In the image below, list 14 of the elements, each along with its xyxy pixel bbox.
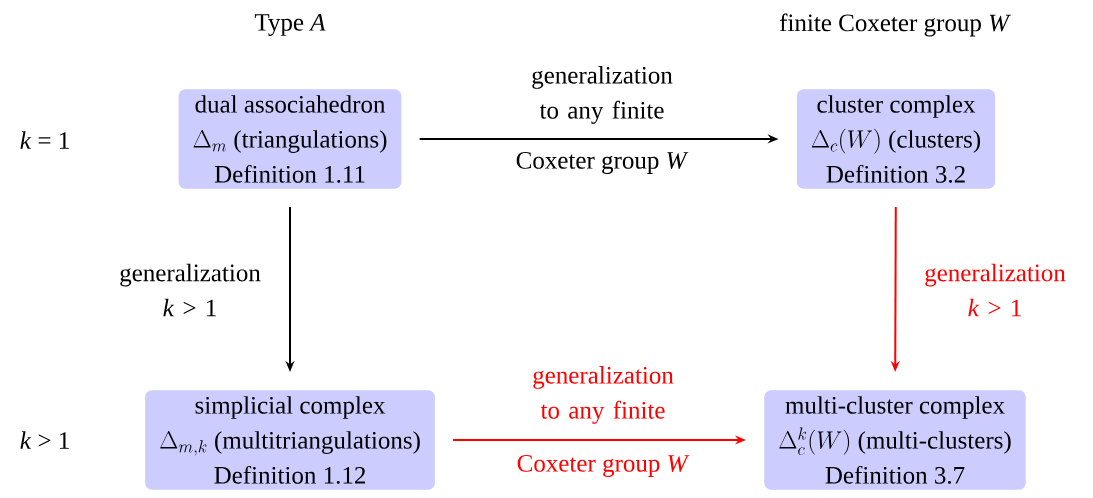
- text-label: Coxeter group W: [517, 455, 690, 477]
- edge-label: generalization k > 1: [120, 263, 261, 317]
- text-label: Coxeter group W: [516, 152, 689, 174]
- definition-box: dual associahedron $\Delta_m\ \textrm{(triangulations)}$ Definition 1.11: [178, 89, 402, 189]
- definition-box: multi-cluster complex $\Delta_c^k(W)\ \textrm{(multi-clusters)}$ Definition 3.7: [764, 390, 1026, 490]
- text-label: Type A: [254, 14, 326, 36]
- edge-label: generalization k > 1: [925, 263, 1066, 317]
- text-label: finite Coxeter group W: [779, 13, 1011, 37]
- definition-box: simplicial complex $\Delta_{m,k}\ \textrm{(multitriangulations)}$ Definition 1.12: [145, 390, 435, 490]
- text-label: k = 1: [20, 131, 69, 149]
- text-label: k > 1: [20, 431, 69, 449]
- edge-label: generalization to any finite: [533, 366, 674, 424]
- edge-label: generalization to any finite: [532, 66, 673, 124]
- definition-box: cluster complex $\Delta_c(W)\ \textrm{(clusters)}$ Definition 3.2: [796, 89, 996, 189]
